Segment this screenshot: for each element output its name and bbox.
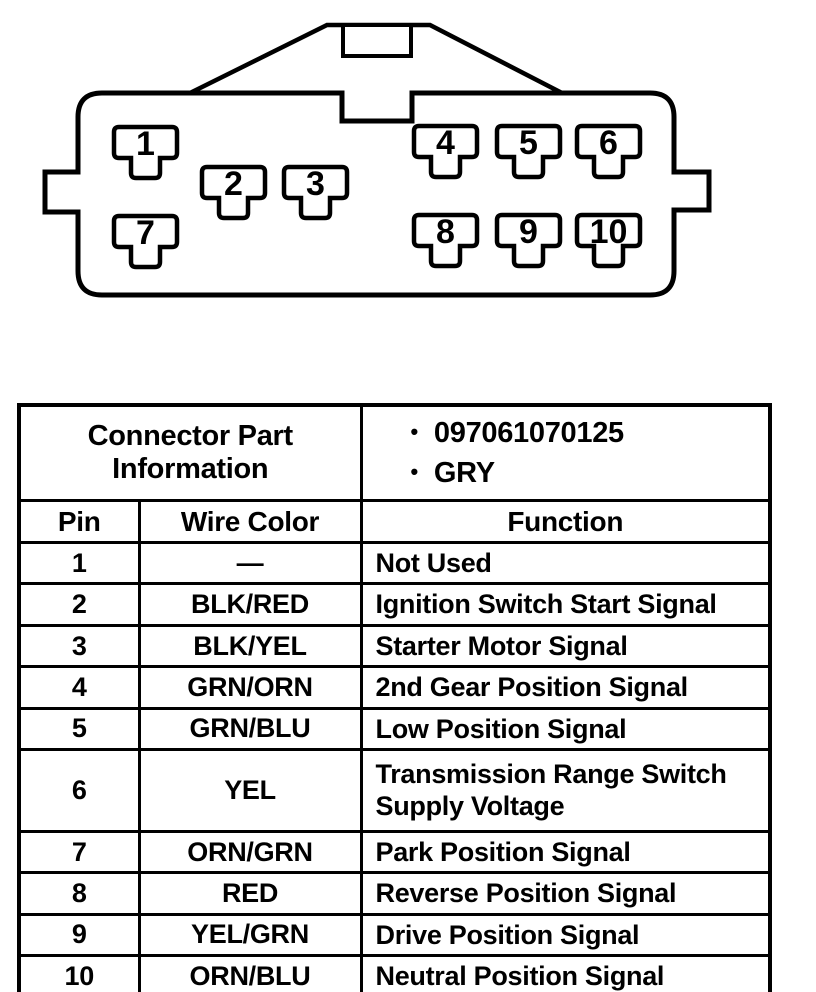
pin-number-label: 2 xyxy=(224,165,243,203)
pin-number-label: 8 xyxy=(436,213,455,251)
function-cell: Low Position Signal xyxy=(359,706,772,751)
pin-number-label: 10 xyxy=(590,213,628,251)
function-cell: Transmission Range Switch Supply Voltage xyxy=(359,747,772,833)
pin-cavity-8: 8 xyxy=(414,213,477,266)
column-header-row: Pin Wire Color Function xyxy=(17,499,772,545)
wire-color-column-header: Wire Color xyxy=(137,499,363,545)
pin-cell: 7 xyxy=(17,829,141,875)
pin-row-6: 6 YEL Transmission Range Switch Supply V… xyxy=(17,747,772,833)
pin-cavity-10: 10 xyxy=(577,213,640,266)
wire-color-cell: RED xyxy=(137,871,363,916)
part-details-cell: • 097061070125 • GRY xyxy=(359,403,772,503)
pin-number-label: 6 xyxy=(599,124,618,162)
pin-cell: 5 xyxy=(17,706,141,751)
function-cell: Drive Position Signal xyxy=(359,912,772,958)
pin-number-label: 7 xyxy=(136,214,155,252)
part-number: 097061070125 xyxy=(433,417,624,449)
pin-cell: 4 xyxy=(17,665,141,710)
bullet-icon: • xyxy=(410,459,419,485)
pin-cavity-2: 2 xyxy=(202,165,265,218)
pin-number-label: 9 xyxy=(519,213,538,251)
function-cell: Reverse Position Signal xyxy=(359,871,772,916)
pin-cavity-9: 9 xyxy=(497,213,560,266)
pin-row-1: 1 — Not Used xyxy=(17,541,772,586)
function-cell: 2nd Gear Position Signal xyxy=(359,665,772,710)
bullet-icon: • xyxy=(410,419,419,444)
function-column-header: Function xyxy=(359,499,772,545)
connector-info-table: Connector Part Information • 09706107012… xyxy=(17,403,772,992)
pin-cell: 2 xyxy=(17,582,141,627)
pin-cavity-3: 3 xyxy=(284,165,347,218)
pin-cavity-5: 5 xyxy=(497,124,560,177)
function-cell: Ignition Switch Start Signal xyxy=(359,582,772,627)
pin-row-9: 9 YEL/GRN Drive Position Signal xyxy=(17,912,772,958)
pin-row-5: 5 GRN/BLU Low Position Signal xyxy=(17,706,772,751)
pin-row-7: 7 ORN/GRN Park Position Signal xyxy=(17,829,772,875)
wire-color-cell: — xyxy=(137,541,363,586)
pin-cavity-4: 4 xyxy=(414,124,477,177)
pin-cell: 6 xyxy=(17,747,141,833)
pin-number-label: 4 xyxy=(436,124,455,162)
pin-cavity-1: 1 xyxy=(114,125,177,178)
wire-color-cell: BLK/RED xyxy=(137,582,363,627)
wire-color-cell: GRN/ORN xyxy=(137,665,363,710)
pin-cavity-7: 7 xyxy=(114,214,177,267)
part-info-row: Connector Part Information • 09706107012… xyxy=(17,403,772,503)
pin-number-label: 1 xyxy=(136,125,155,163)
function-cell: Starter Motor Signal xyxy=(359,623,772,669)
connector-color: GRY xyxy=(433,457,495,490)
connector-lock-tab-slot xyxy=(341,23,413,58)
wire-color-cell: YEL xyxy=(137,747,363,833)
wire-color-cell: BLK/YEL xyxy=(137,623,363,669)
function-cell: Neutral Position Signal xyxy=(359,954,772,992)
part-number-item: • 097061070125 xyxy=(411,413,769,453)
pin-row-2: 2 BLK/RED Ignition Switch Start Signal xyxy=(17,582,772,627)
pin-cell: 3 xyxy=(17,623,141,669)
part-info-title: Connector Part Information xyxy=(87,419,294,486)
pin-cell: 1 xyxy=(17,541,141,586)
pin-number-label: 3 xyxy=(306,165,325,203)
function-cell: Not Used xyxy=(359,541,772,586)
connector-face-diagram: 1 2 3 4 5 6 7 xyxy=(0,0,816,330)
pin-cavity-6: 6 xyxy=(577,124,640,177)
wire-color-cell: YEL/GRN xyxy=(137,912,363,958)
pin-cell: 10 xyxy=(17,954,141,992)
part-info-title-cell: Connector Part Information xyxy=(17,403,363,503)
pin-cell: 9 xyxy=(17,912,141,958)
pin-row-4: 4 GRN/ORN 2nd Gear Position Signal xyxy=(17,665,772,710)
pin-number-label: 5 xyxy=(519,124,538,162)
function-cell: Park Position Signal xyxy=(359,829,772,875)
pin-row-3: 3 BLK/YEL Starter Motor Signal xyxy=(17,623,772,669)
wire-color-cell: GRN/BLU xyxy=(137,706,363,751)
connector-face-svg: 1 2 3 4 5 6 7 xyxy=(42,22,712,298)
wire-color-cell: ORN/GRN xyxy=(137,829,363,875)
wire-color-cell: ORN/BLU xyxy=(137,954,363,992)
connector-color-item: • GRY xyxy=(411,453,769,493)
pin-row-8: 8 RED Reverse Position Signal xyxy=(17,871,772,916)
pin-cell: 8 xyxy=(17,871,141,916)
pin-row-10: 10 ORN/BLU Neutral Position Signal xyxy=(17,954,772,992)
pin-column-header: Pin xyxy=(17,499,141,545)
